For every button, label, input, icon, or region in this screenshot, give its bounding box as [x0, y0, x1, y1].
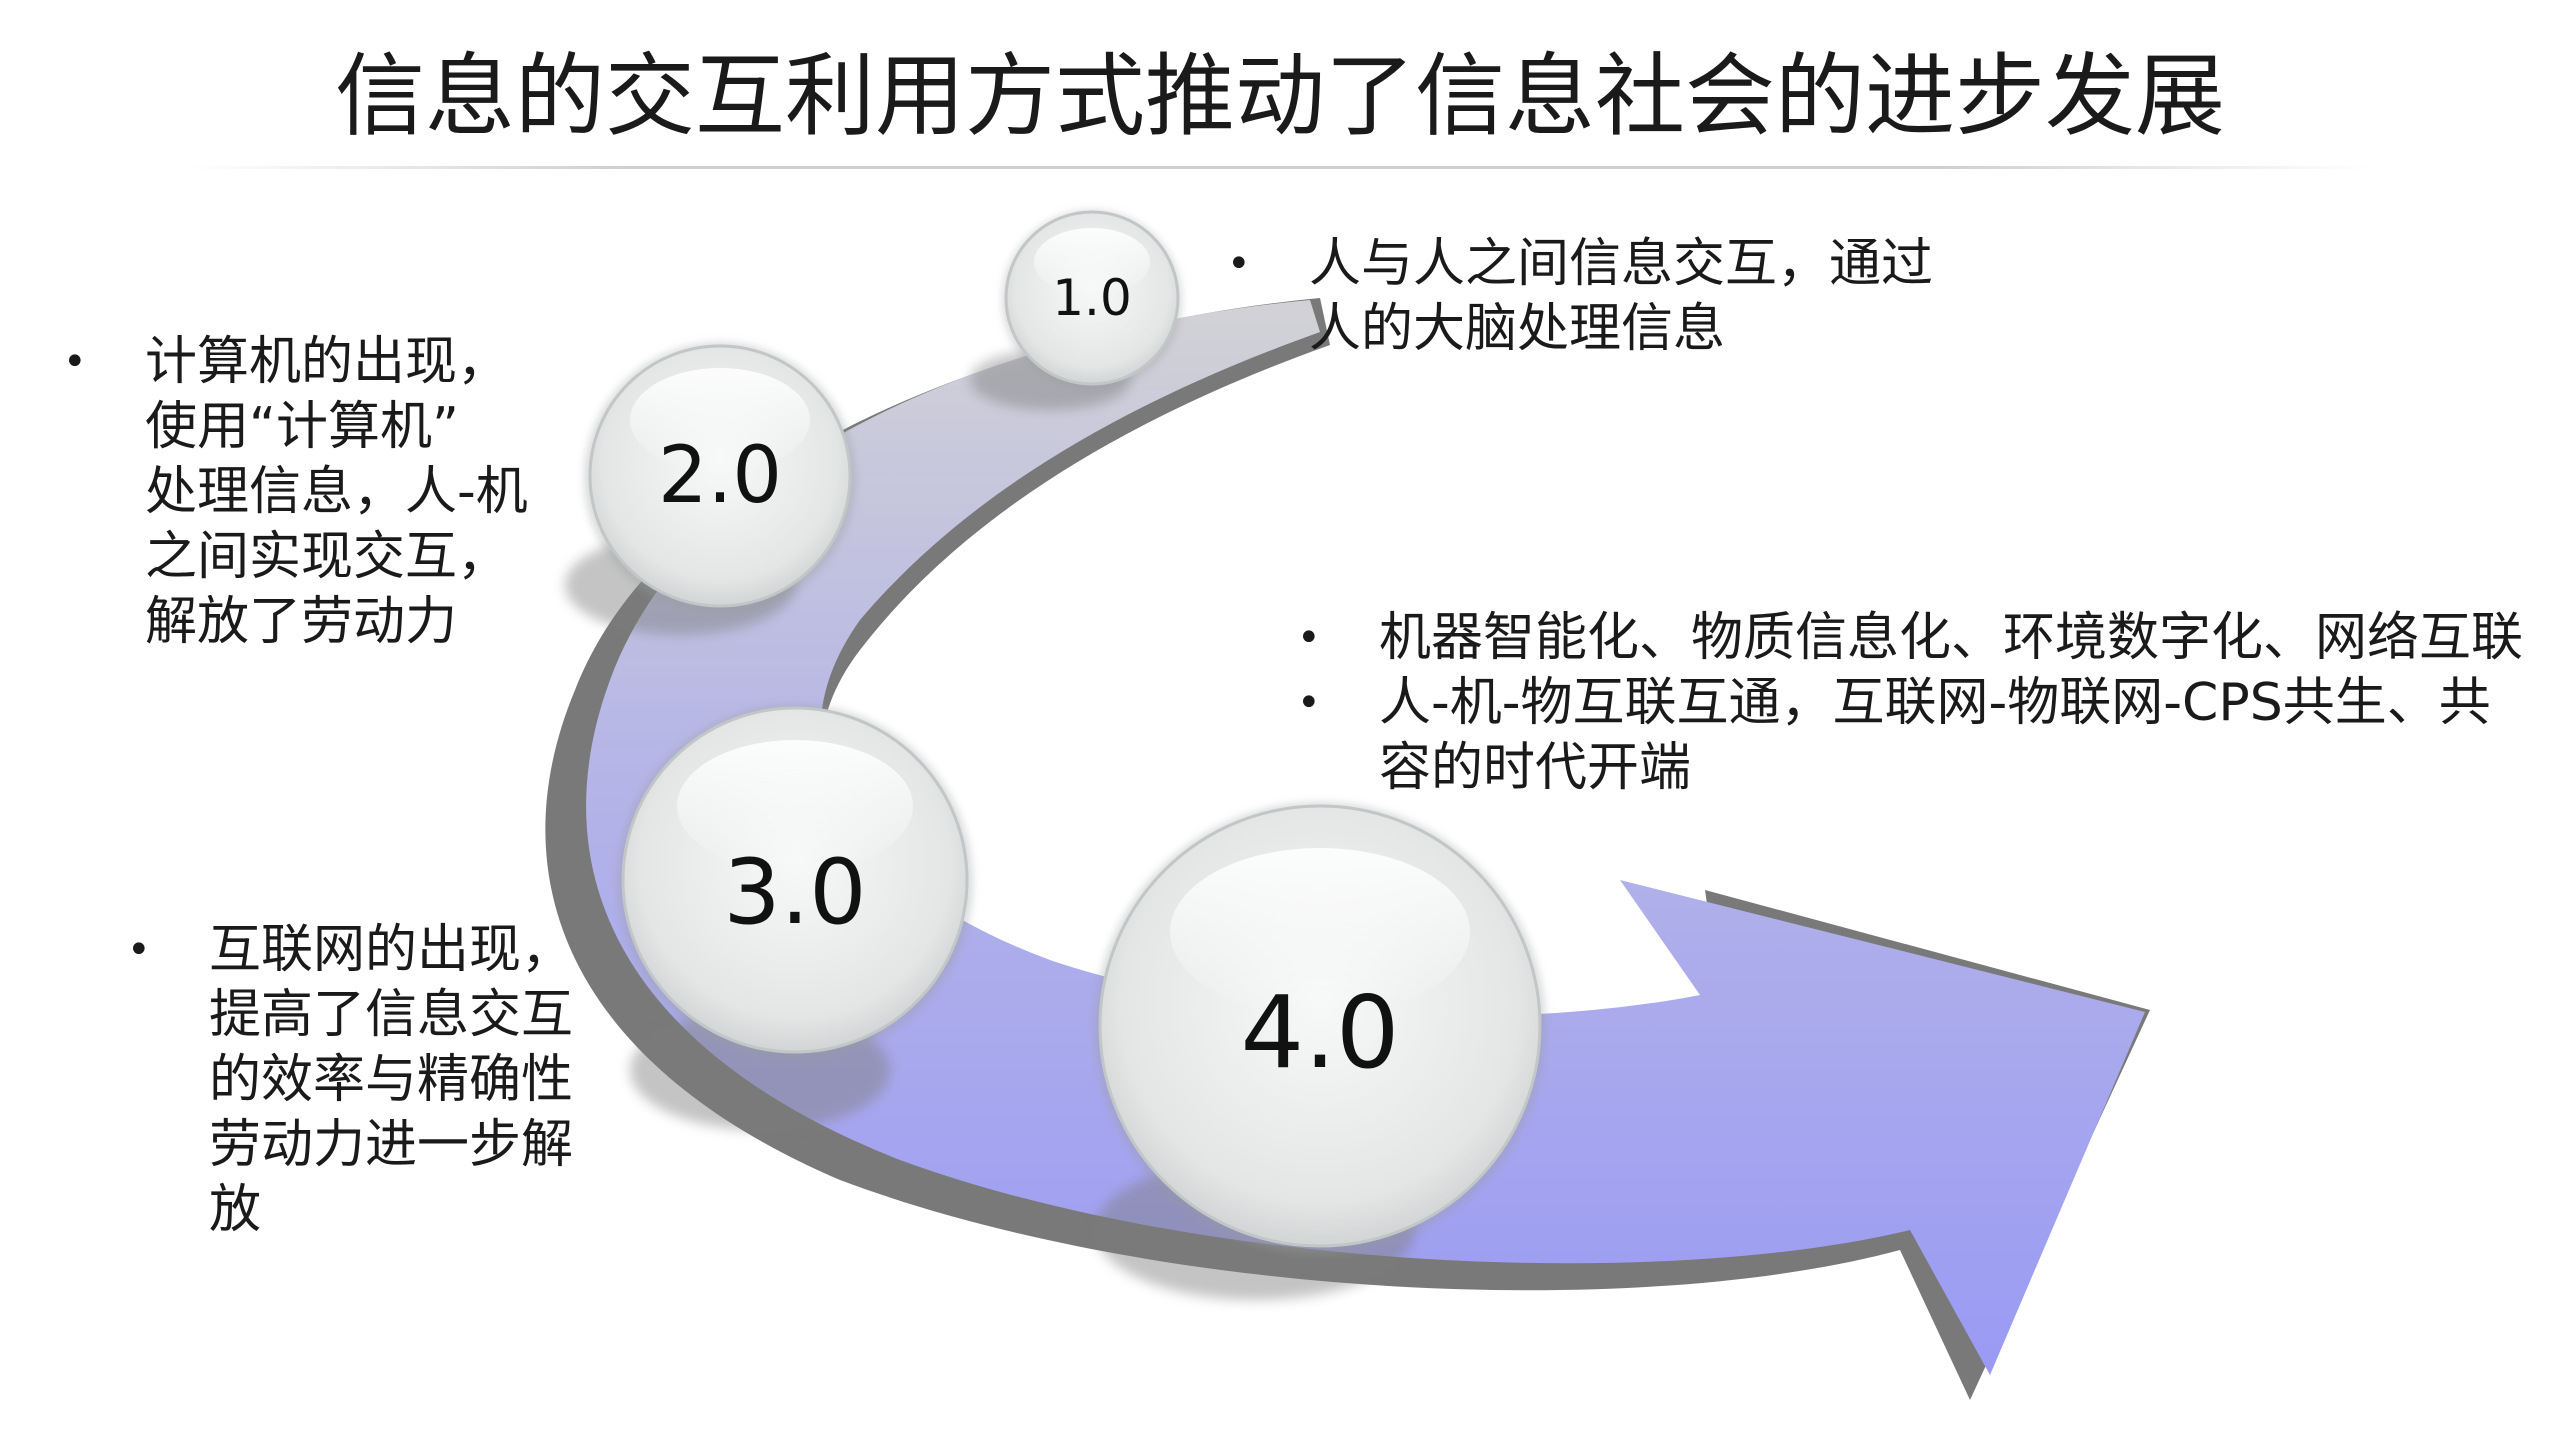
stage-badge-1: 1.0 — [1052, 269, 1132, 327]
progress-arrow — [586, 300, 2145, 1375]
badge-2-sphere — [584, 342, 856, 614]
stage-4-point-2: 人-机-物互联互通，互联网-物联网-CPS共生、共 容的时代开端 — [1297, 671, 2557, 801]
stage-3-description: 互联网的出现， 提高了信息交互 的效率与精确性 劳动力进一步解 放 — [127, 918, 647, 1243]
page-title: 信息的交互利用方式推动了信息社会的进步发展 — [335, 44, 2225, 149]
stage-2-description: 计算机的出现， 使用“计算机” 处理信息，人-机 之间实现交互， 解放了劳动力 — [63, 330, 583, 655]
stage-4-point-1: 机器智能化、物质信息化、环境数字化、网络互联 — [1297, 606, 2557, 671]
stage-1-description: 人与人之间信息交互，通过 人的大脑处理信息 — [1227, 232, 1987, 362]
badge-1-sphere — [1002, 210, 1182, 390]
stage-4-description: 机器智能化、物质信息化、环境数字化、网络互联 人-机-物互联互通，互联网-物联网… — [1297, 606, 2557, 801]
title-divider — [190, 166, 2370, 169]
stage-badge-4: 4.0 — [1240, 974, 1400, 1091]
stage-2-point: 计算机的出现， 使用“计算机” 处理信息，人-机 之间实现交互， 解放了劳动力 — [63, 330, 583, 655]
badge-3-sphere — [617, 704, 973, 1060]
stage-3-point: 互联网的出现， 提高了信息交互 的效率与精确性 劳动力进一步解 放 — [127, 918, 647, 1243]
stage-badge-2: 2.0 — [657, 431, 783, 521]
stage-1-point: 人与人之间信息交互，通过 人的大脑处理信息 — [1227, 232, 1987, 362]
badge-4-sphere — [1094, 802, 1546, 1254]
stage-badge-3: 3.0 — [723, 840, 867, 945]
